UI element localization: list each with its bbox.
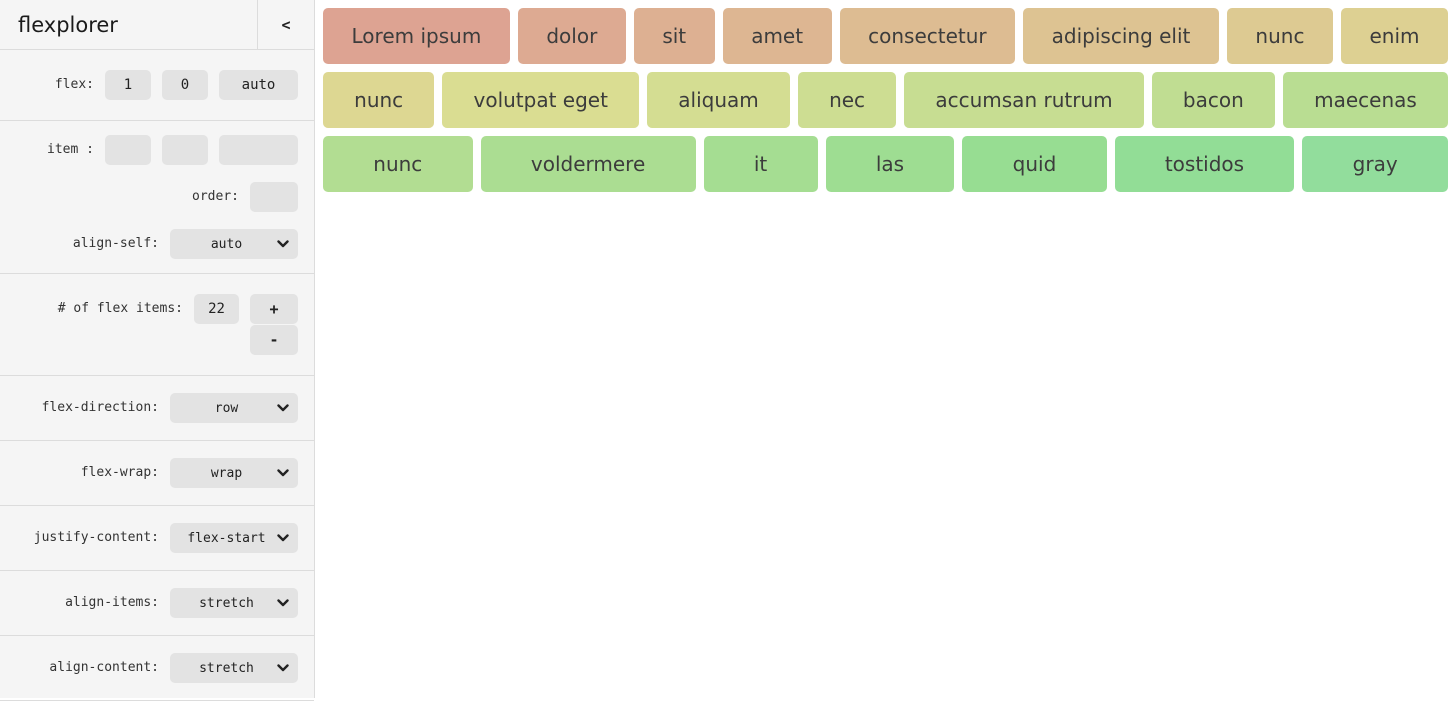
flex-direction-select[interactable]: row [170, 393, 298, 423]
item-flex-basis-input[interactable] [219, 135, 298, 165]
align-self-value: auto [210, 236, 243, 252]
flex-item[interactable]: accumsan rutrum [904, 72, 1144, 128]
flex-wrap-select[interactable]: wrap [170, 458, 298, 488]
flex-item[interactable]: consectetur [839, 8, 1016, 64]
chevron-down-icon [277, 240, 289, 248]
align-items-controls: align-items: stretch [16, 588, 298, 618]
collapse-sidebar-button[interactable]: < [257, 0, 314, 49]
flex-item[interactable]: dolor [517, 8, 626, 64]
flex-item[interactable]: nunc [323, 72, 435, 128]
flex-item[interactable]: quid [962, 136, 1107, 192]
flex-item[interactable]: amet [722, 8, 832, 64]
chevron-down-icon [277, 469, 289, 477]
section-flex-direction: flex-direction: row [0, 376, 314, 441]
order-label: order: [192, 189, 239, 204]
align-content-select[interactable]: stretch [170, 653, 298, 683]
flex-shrink-input[interactable] [162, 70, 208, 100]
add-item-button[interactable]: + [250, 294, 298, 324]
flex-item[interactable]: volutpat eget [442, 72, 640, 128]
flex-item[interactable]: tostidos [1114, 136, 1295, 192]
flex-direction-controls: flex-direction: row [16, 393, 298, 423]
align-content-value: stretch [199, 660, 254, 676]
section-item: item : order: align-self: auto [0, 121, 314, 274]
chevron-left-icon: < [281, 15, 291, 34]
item-flex-controls: item : [16, 135, 298, 165]
flex-row-controls: flex: [16, 70, 298, 100]
align-self-select[interactable]: auto [170, 229, 298, 259]
align-self-controls: align-self: auto [16, 229, 298, 259]
chevron-down-icon [277, 664, 289, 672]
sidebar-header: flexplorer < [0, 0, 314, 50]
flex-item[interactable]: nunc [1226, 8, 1333, 64]
flex-item[interactable]: nunc [323, 136, 473, 192]
count-buttons: + - [250, 294, 298, 355]
flex-label: flex: [54, 77, 94, 92]
section-flex: flex: [0, 50, 314, 121]
flex-item-count-input[interactable] [194, 294, 239, 324]
flex-item[interactable]: it [703, 136, 818, 192]
justify-content-value: flex-start [187, 530, 266, 546]
flex-item[interactable]: voldermere [480, 136, 696, 192]
flex-wrap-controls: flex-wrap: wrap [16, 458, 298, 488]
count-label: # of flex items: [57, 301, 183, 316]
flex-wrap-label: flex-wrap: [80, 465, 159, 480]
flex-item[interactable]: nec [797, 72, 897, 128]
section-justify-content: justify-content: flex-start [0, 506, 314, 571]
section-count: # of flex items: + - [0, 274, 314, 376]
flex-wrap-value: wrap [210, 465, 243, 481]
chevron-down-icon [277, 599, 289, 607]
remove-item-button[interactable]: - [250, 325, 298, 355]
flex-grow-input[interactable] [105, 70, 151, 100]
app-title: flexplorer [18, 12, 118, 37]
flex-item[interactable]: gray [1302, 136, 1448, 192]
item-flex-grow-input[interactable] [105, 135, 151, 165]
align-items-label: align-items: [65, 595, 159, 610]
flex-item[interactable]: Lorem ipsum [323, 8, 510, 64]
flex-item[interactable]: sit [633, 8, 715, 64]
item-label: item : [47, 142, 94, 157]
count-controls: # of flex items: + - [16, 294, 298, 355]
flex-item[interactable]: enim [1340, 8, 1449, 64]
flex-direction-label: flex-direction: [41, 400, 159, 415]
flex-item[interactable]: las [825, 136, 955, 192]
section-flex-wrap: flex-wrap: wrap [0, 441, 314, 506]
justify-content-select[interactable]: flex-start [170, 523, 298, 553]
chevron-down-icon [277, 404, 289, 412]
justify-content-label: justify-content: [33, 530, 159, 545]
align-self-label: align-self: [72, 236, 159, 251]
align-items-select[interactable]: stretch [170, 588, 298, 618]
section-align-content: align-content: stretch [0, 636, 314, 701]
align-content-controls: align-content: stretch [16, 653, 298, 683]
justify-content-controls: justify-content: flex-start [16, 523, 298, 553]
align-content-label: align-content: [49, 660, 159, 675]
flex-item[interactable]: aliquam [647, 72, 790, 128]
sidebar: flexplorer < flex: item : order: [0, 0, 315, 701]
align-items-value: stretch [199, 595, 254, 611]
order-input[interactable] [250, 182, 298, 212]
flex-item[interactable]: adipiscing elit [1023, 8, 1219, 64]
chevron-down-icon [277, 534, 289, 542]
order-controls: order: [16, 182, 298, 212]
item-flex-shrink-input[interactable] [162, 135, 208, 165]
flex-item[interactable]: bacon [1151, 72, 1275, 128]
flex-item[interactable]: maecenas [1282, 72, 1448, 128]
flex-direction-value: row [214, 400, 239, 416]
section-align-items: align-items: stretch [0, 571, 314, 636]
flex-basis-input[interactable] [219, 70, 298, 100]
